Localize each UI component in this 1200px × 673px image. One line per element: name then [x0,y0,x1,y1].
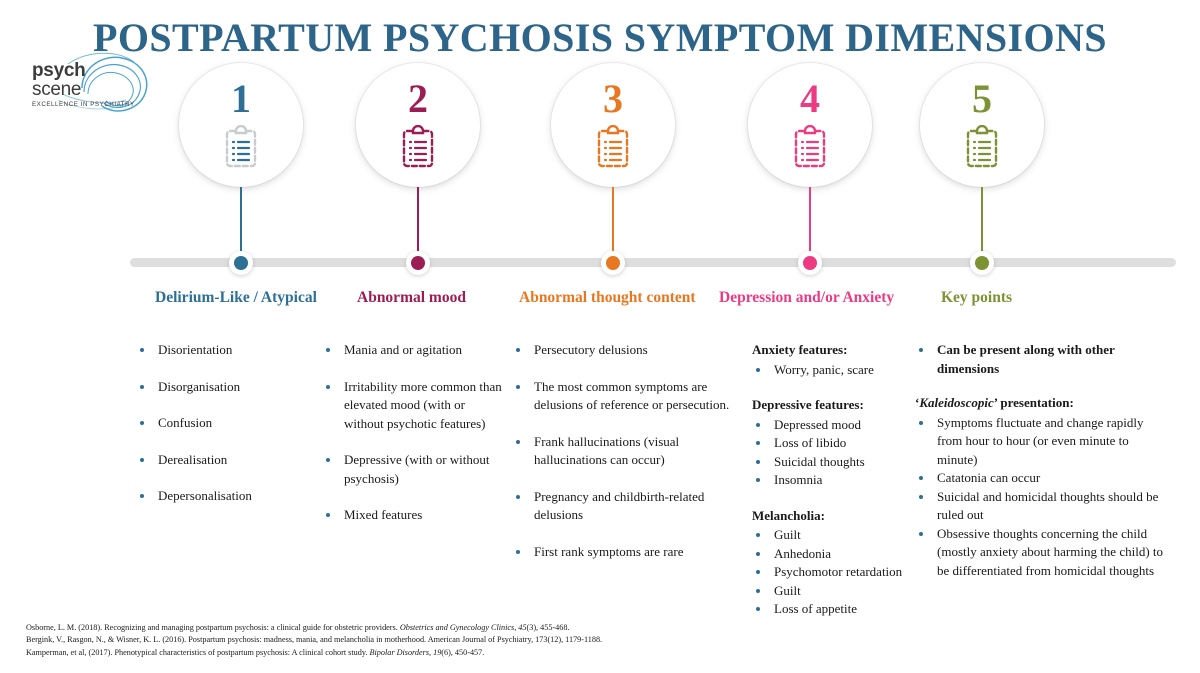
list-item: Disorientation [136,341,321,360]
step-node-1[interactable] [229,251,253,275]
step-circle-1[interactable]: 1 [179,63,303,187]
psych-scene-logo: psych scene EXCELLENCE IN PSYCHIATRY [22,48,157,120]
list-item: First rank symptoms are rare [512,543,732,562]
list-item: Anhedonia [752,545,932,564]
clipboard-checklist-icon [179,125,303,169]
list-item: Depressive (with or without psychosis) [322,451,504,488]
column-1-content: Disorientation Disorganisation Confusion… [136,341,321,524]
logo-tagline: EXCELLENCE IN PSYCHIATRY [32,101,135,108]
list-item: Disorganisation [136,378,321,397]
column-5-content: Can be present along with other dimensio… [915,341,1165,580]
kaleidoscopic-rest: presentation: [997,395,1074,410]
timeline-track [130,258,1176,267]
psych-scene-swirl-icon [57,52,148,112]
step-number-3: 3 [603,76,623,121]
step-number-1: 1 [231,76,251,121]
clipboard-checklist-icon [551,125,675,169]
symptom-list-3: Persecutory delusions The most common sy… [512,341,732,561]
list-item: Symptoms fluctuate and change rapidly fr… [915,414,1165,470]
column-heading-5: Key points [941,289,1013,306]
references-block: Osborne, L. M. (2018). Recognizing and m… [26,622,602,659]
reference-3-text-b: (6), 450-457. [441,647,485,657]
step-stem-1 [240,187,242,253]
column-2-content: Mania and or agitation Irritability more… [322,341,504,543]
group-label-melancholia: Melancholia: [752,507,825,523]
quote-open: ‘ [915,395,920,410]
symptom-list-1: Disorientation Disorganisation Confusion… [136,341,321,506]
list-item: Mania and or agitation [322,341,504,360]
step-stem-3 [612,187,614,253]
reference-1-text-b: (3), 455-468. [526,623,570,632]
clipboard-checklist-icon [748,125,872,169]
group-label-depressive: Depressive features: [752,397,864,412]
kaleidoscopic-label: ‘Kaleidoscopic’ presentation: [915,394,1165,413]
list-item: Confusion [136,414,321,433]
list-item: Frank hallucinations (visual hallucinati… [512,433,732,470]
list-item: Loss of appetite [752,600,932,619]
list-item: Loss of libido [752,434,932,453]
list-item: Derealisation [136,451,321,470]
column-heading-3: Abnormal thought content [519,289,696,306]
list-item: Depersonalisation [136,487,321,506]
depressive-features-list: Depressed mood Loss of libido Suicidal t… [752,416,932,490]
symptom-list-2: Mania and or agitation Irritability more… [322,341,504,525]
step-node-3[interactable] [601,251,625,275]
kaleidoscopic-word: Kaleidoscopic [919,395,994,410]
column-heading-1: Delirium-Like / Atypical [155,289,317,306]
group-label-anxiety: Anxiety features: [752,342,848,357]
list-item: Irritability more common than elevated m… [322,378,504,434]
step-circle-5[interactable]: 5 [920,63,1044,187]
reference-2-text-a: Bergink, V., Rasgon, N., & Wisner, K. L.… [26,635,603,645]
list-item: Psychomotor retardation [752,563,932,582]
page-title: POSTPARTUM PSYCHOSIS SYMPTOM DIMENSIONS [93,15,1107,60]
list-item: Catatonia can occur [915,469,1165,488]
list-item: Insomnia [752,471,932,490]
step-node-5[interactable] [970,251,994,275]
step-stem-2 [417,187,419,253]
list-item: Depressed mood [752,416,932,435]
clipboard-checklist-icon [920,125,1044,169]
reference-3: Kamperman, et al, (2017). Phenotypical c… [26,647,602,659]
list-item: Suicidal and homicidal thoughts should b… [915,488,1165,525]
list-item: Pregnancy and childbirth-related delusio… [512,488,732,525]
logo-line-2: scene [32,79,82,100]
key-points-list: Symptoms fluctuate and change rapidly fr… [915,414,1165,581]
step-stem-4 [809,187,811,253]
step-stem-5 [981,187,983,253]
step-circle-3[interactable]: 3 [551,63,675,187]
list-item: Suicidal thoughts [752,453,932,472]
list-item: Worry, panic, scare [752,361,932,380]
key-points-intro-list: Can be present along with other dimensio… [915,341,1165,378]
reference-2: Bergink, V., Rasgon, N., & Wisner, K. L.… [26,634,602,646]
reference-1: Osborne, L. M. (2018). Recognizing and m… [26,622,602,634]
column-heading-2: Abnormal mood [357,289,466,306]
melancholia-list: Guilt Anhedonia Psychomotor retardation … [752,526,932,619]
logo-line-1: psych [32,60,86,81]
column-heading-4: Depression and/or Anxiety [719,289,895,306]
step-number-5: 5 [972,76,992,121]
column-3-content: Persecutory delusions The most common sy… [512,341,732,579]
reference-3-text-a: Kamperman, et al, (2017). Phenotypical c… [26,647,370,657]
logo-wordmark: psych scene EXCELLENCE IN PSYCHIATRY [32,60,135,109]
step-node-4[interactable] [798,251,822,275]
anxiety-features-list: Worry, panic, scare [752,361,932,380]
list-item: Mixed features [322,506,504,525]
reference-1-journal: Obstetrics and Gynecology Clinics, 45 [399,623,527,632]
reference-3-journal: Bipolar Disorders, 19 [369,647,442,657]
column-4-content: Anxiety features: Worry, panic, scare De… [752,341,932,619]
step-circle-4[interactable]: 4 [748,63,872,187]
step-number-4: 4 [800,76,820,121]
quote-close: ’ [993,395,998,410]
step-number-2: 2 [408,76,428,121]
step-circle-2[interactable]: 2 [356,63,480,187]
list-item: Guilt [752,582,932,601]
list-item: Guilt [752,526,932,545]
step-node-2[interactable] [406,251,430,275]
list-item: Can be present along with other dimensio… [915,341,1165,378]
reference-1-text-a: Osborne, L. M. (2018). Recognizing and m… [26,623,400,632]
list-item: The most common symptoms are delusions o… [512,378,732,415]
list-item: Obsessive thoughts concerning the child … [915,525,1165,581]
list-item: Persecutory delusions [512,341,732,360]
clipboard-checklist-icon [356,125,480,169]
